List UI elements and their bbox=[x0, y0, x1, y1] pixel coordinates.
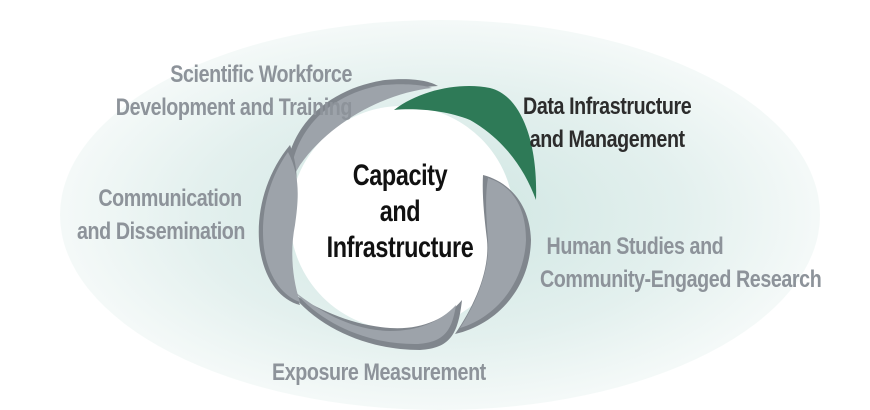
label-workforce[interactable]: Scientific Workforce Development and Tra… bbox=[106, 58, 353, 124]
petal-workforce[interactable] bbox=[285, 79, 438, 185]
label-workforce-line-2: Development and Training bbox=[115, 94, 353, 121]
label-human-line-1: Human Studies and bbox=[546, 233, 724, 260]
center-line-1: Capacity bbox=[352, 159, 448, 192]
label-communication-line-2: and Dissemination bbox=[77, 218, 245, 245]
petal-human-studies[interactable] bbox=[455, 175, 531, 334]
label-exposure-line-1: Exposure Measurement bbox=[272, 359, 486, 386]
center-line-3: Infrastructure bbox=[326, 231, 474, 264]
label-data[interactable]: Data Infrastructure and Management bbox=[517, 90, 697, 156]
petal-exposure[interactable] bbox=[290, 292, 462, 350]
label-data-line-2: and Management bbox=[529, 126, 685, 153]
label-data-line-1: Data Infrastructure bbox=[523, 93, 692, 120]
petal-communication[interactable] bbox=[258, 145, 300, 305]
label-workforce-line-1: Scientific Workforce bbox=[170, 61, 352, 88]
petal-data-highlighted[interactable] bbox=[394, 86, 537, 200]
label-human-studies[interactable]: Human Studies and Community-Engaged Rese… bbox=[540, 230, 868, 296]
label-human-line-2: Community-Engaged Research bbox=[540, 266, 822, 293]
label-exposure[interactable]: Exposure Measurement bbox=[272, 356, 534, 389]
center-title: Capacity and Infrastructure bbox=[322, 158, 478, 266]
label-communication-line-1: Communication bbox=[98, 185, 242, 212]
label-communication[interactable]: Communication and Dissemination bbox=[44, 182, 245, 248]
center-line-2: and bbox=[379, 195, 421, 228]
